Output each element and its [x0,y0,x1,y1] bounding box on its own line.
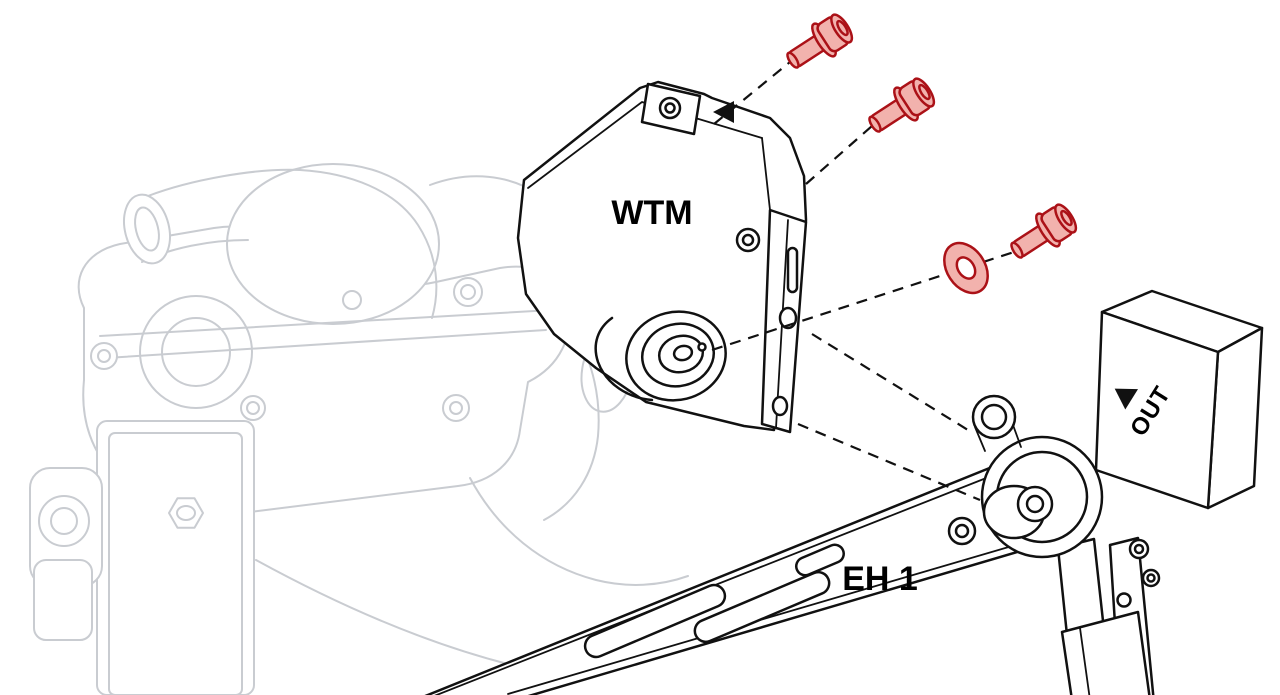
valve-port-link [1012,424,1022,448]
guide-line [713,61,791,125]
wtm-boss [735,227,761,253]
valve-hub-center [1025,494,1045,514]
wtm-flange-hole [771,395,789,417]
background-machinery [29,163,689,695]
bracket-seam-bottom [507,525,1081,695]
ghost-inlet-pipe [123,168,438,319]
wtm-port-center [672,344,694,362]
wtm-boss-inner [741,233,755,247]
valve-box-face [1094,310,1220,510]
valve-foot-seam [1079,627,1091,695]
valve-screw [1128,538,1150,560]
wtm-port-base [594,316,654,402]
out-arrow-icon [1114,388,1139,410]
valve-screw [1141,568,1161,588]
mounting-bolt-3 [1010,203,1078,259]
guide-line [805,125,873,185]
wtm-edge-seam [761,137,771,211]
ghost-seam-lines [99,309,553,359]
bracket-slot [583,583,727,659]
eh1-bracket: EH 1 [424,461,1087,695]
valve-foot [1060,610,1151,695]
ghost-side-plate [96,420,255,695]
wtm-module: WTM [516,80,808,434]
guide-line [711,250,1015,352]
mounting-bolt-1 [786,13,854,69]
ghost-lower-left-unit [29,467,103,641]
bracket-screw [947,516,977,546]
mounting-bolt-2 [868,77,936,133]
bracket-slot [693,570,831,644]
wtm-label: WTM [611,194,692,232]
outlet-valve-assembly: OUT [971,289,1264,695]
valve-screw-socket [1133,543,1145,555]
washer [943,241,989,295]
guide-line [811,333,969,431]
valve-screw [1116,592,1132,608]
valve-screw-socket [1146,573,1156,583]
wtm-flange-slot [786,246,799,294]
assembly-guide-lines [711,61,1015,502]
wtm-flow-arrow-icon [713,101,734,123]
valve-upper-port-bore [980,403,1008,431]
bracket-screw-socket [954,523,970,539]
wtm-top-hole [658,96,682,120]
wtm-port-pin [697,342,707,352]
guide-line [797,422,981,502]
valve-port-link [974,426,986,452]
bracket-slot [795,543,845,577]
eh1-label: EH 1 [842,560,918,598]
wtm-top-seam [527,101,763,189]
ghost-bolts [90,277,483,422]
wtm-top-hole-inner [664,102,676,114]
